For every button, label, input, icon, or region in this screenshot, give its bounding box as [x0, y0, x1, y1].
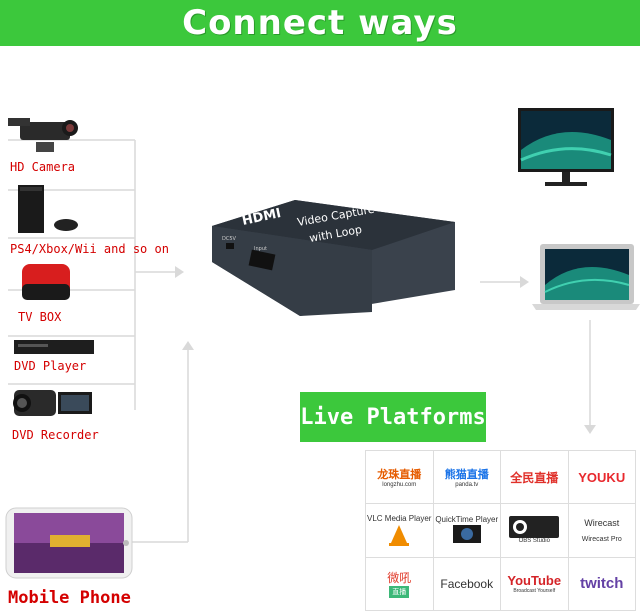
platform-panda: 熊猫直播 panda.tv — [433, 451, 501, 505]
platform-quanmin: 全民直播 — [501, 451, 569, 505]
arrow-to-device — [175, 266, 184, 278]
monitor-icon — [518, 108, 614, 186]
source-label-tv-box: TV BOX — [18, 310, 62, 324]
port-usb-label: DC5V — [222, 236, 237, 242]
platform-wirecast: Wirecast Wirecast Pro — [568, 504, 636, 558]
source-label-console: PS4/Xbox/Wii and so on — [10, 242, 169, 256]
dvd-player-icon — [14, 340, 94, 354]
platform-twitch: twitch — [568, 557, 636, 611]
port-input-label: Input — [254, 246, 267, 252]
source-label-dvd-player: DVD Player — [14, 359, 87, 373]
source-label-dvd-recorder: DVD Recorder — [12, 428, 99, 442]
laptop-icon — [532, 244, 640, 310]
banner-title: Connect ways — [182, 3, 458, 43]
platform-weihou: 微吼 直播 — [366, 557, 434, 611]
arrow-from-mobile — [182, 341, 194, 350]
source-label-hd-camera: HD Camera — [10, 160, 76, 174]
platform-obs: OBS Studio — [501, 504, 569, 558]
obs-icon — [509, 516, 560, 539]
platform-longzhu: 龙珠直播 longzhu.com — [366, 451, 434, 505]
arrowheads — [175, 266, 596, 434]
vlc-cone-icon — [389, 524, 410, 546]
video-capture-device — [212, 200, 455, 316]
platform-facebook: Facebook — [433, 557, 501, 611]
live-platforms-title: Live Platforms — [300, 404, 486, 430]
platform-quicktime: QuickTime Player — [433, 504, 501, 558]
connect-ways-banner: Connect ways — [0, 0, 640, 46]
mobile-phone-label: Mobile Phone — [8, 588, 131, 608]
mobile-phone-icon — [5, 507, 133, 579]
quicktime-icon — [452, 524, 481, 543]
platform-vlc: VLC Media Player — [366, 504, 434, 558]
video-camera-icon — [13, 390, 92, 416]
live-platforms-banner: Live Platforms — [300, 392, 486, 442]
platform-youtube: YouTube Broadcast Yourself — [501, 557, 569, 611]
source-connector-lines — [8, 139, 591, 543]
arrow-to-platforms — [584, 425, 596, 434]
platform-grid: 龙珠直播 longzhu.com 熊猫直播 panda.tv 全民直播 YOUK… — [365, 450, 636, 611]
arrow-to-laptop — [520, 276, 529, 288]
camcorder-icon — [8, 118, 78, 152]
tv-box-icon — [22, 264, 70, 300]
platform-youku: YOUKU — [568, 451, 636, 505]
game-console-icon — [18, 185, 78, 233]
